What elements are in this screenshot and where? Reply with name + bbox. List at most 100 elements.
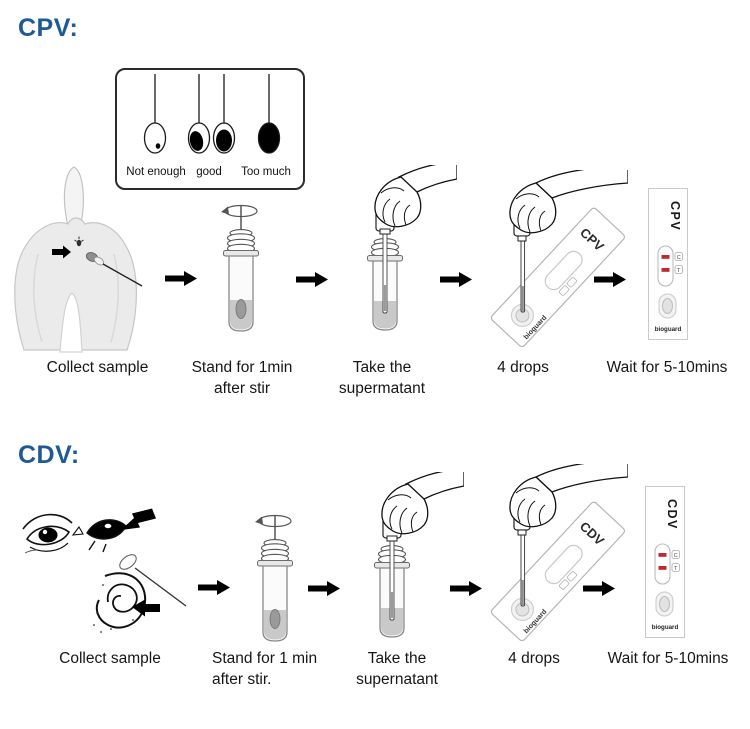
cdv-step5-label: Wait for 5-10mins bbox=[607, 650, 729, 667]
sample-well-inner bbox=[515, 602, 530, 617]
result-window bbox=[657, 245, 674, 287]
swab-not-enough-spot bbox=[155, 143, 161, 149]
cdv-section-title: CDV: bbox=[18, 441, 80, 469]
take-supernatant-illustration bbox=[367, 165, 457, 331]
swab-stick bbox=[102, 263, 143, 287]
t-marker-box bbox=[671, 563, 680, 572]
arrow-right-icon bbox=[198, 580, 230, 595]
ear bbox=[93, 572, 147, 633]
swab-tip bbox=[269, 609, 281, 629]
cassette-label: CDV bbox=[665, 499, 679, 530]
control-line bbox=[661, 255, 670, 259]
wrist bbox=[404, 472, 464, 500]
cpv-step4-label: 4 drops bbox=[497, 359, 549, 376]
dog-tail bbox=[63, 166, 84, 227]
brand-label: bioguard bbox=[652, 624, 679, 631]
t-marker-box bbox=[674, 265, 683, 274]
result-cassette: CPV C T bioguard bbox=[648, 188, 688, 340]
ear-arrow-icon bbox=[132, 599, 160, 617]
eye-arrow-icon bbox=[121, 508, 156, 530]
pipette-sample bbox=[521, 286, 524, 312]
arrow-right-icon bbox=[440, 272, 472, 287]
tube-threads bbox=[260, 539, 290, 564]
four-drops-illustration: bioguard CPV bbox=[490, 170, 628, 348]
tube-liquid bbox=[374, 301, 396, 329]
dropper-shoulder bbox=[517, 529, 527, 536]
dog-legs-gap bbox=[59, 292, 83, 353]
stir-arrowhead bbox=[255, 516, 263, 525]
swab-good-spot-1 bbox=[189, 131, 204, 151]
result-window bbox=[544, 250, 583, 291]
tilted-cassette: bioguard CDV bbox=[490, 501, 625, 642]
wrist bbox=[397, 165, 457, 193]
cpv-step5-label: Wait for 5-10mins bbox=[606, 359, 728, 376]
c-marker-box bbox=[674, 252, 683, 261]
tube-flange bbox=[223, 250, 259, 257]
cdv-step4-label: 4 drops bbox=[508, 650, 560, 667]
hand bbox=[374, 165, 457, 228]
wrist bbox=[534, 464, 628, 493]
left-eye bbox=[22, 513, 73, 554]
t-marker-label: T bbox=[677, 268, 681, 274]
brand-label: bioguard bbox=[655, 326, 682, 333]
tube-flange bbox=[257, 560, 293, 567]
hand bbox=[509, 464, 628, 528]
tube-liquid bbox=[381, 608, 403, 636]
swab-tip bbox=[119, 554, 137, 570]
result-cassette: CDV C T bioguard bbox=[645, 486, 685, 638]
guide-label-not-enough: Not enough bbox=[126, 166, 186, 178]
result-window bbox=[654, 543, 671, 585]
sample-well-inner bbox=[515, 308, 530, 323]
arrow-right-icon bbox=[583, 581, 615, 596]
test-line bbox=[661, 268, 670, 272]
cpv-step3-label: Take the supermatant bbox=[338, 359, 426, 397]
swab-stick bbox=[134, 567, 187, 607]
tube-stand-illustration bbox=[255, 514, 293, 642]
pipette-sample bbox=[521, 580, 524, 606]
t-marker-box bbox=[566, 571, 577, 582]
c-marker-box bbox=[671, 550, 680, 559]
tube-threads bbox=[226, 229, 256, 254]
wrist bbox=[534, 170, 628, 199]
take-supernatant-illustration bbox=[374, 472, 464, 638]
control-line bbox=[658, 553, 667, 557]
sample-well-inner bbox=[659, 596, 670, 612]
c-marker-label: C bbox=[677, 255, 681, 261]
dog-body bbox=[14, 217, 137, 351]
hand bbox=[381, 472, 464, 535]
dropper-shoulder bbox=[379, 228, 391, 235]
swab-amount-icons bbox=[143, 74, 281, 154]
c-marker-box bbox=[559, 285, 570, 296]
sample-site-arrow-icon bbox=[52, 245, 71, 259]
c-marker-label: C bbox=[674, 553, 678, 559]
arrow-right-icon bbox=[165, 271, 197, 286]
result-window bbox=[544, 544, 583, 585]
guide-label-too-much: Too much bbox=[241, 166, 291, 178]
pipette-sample bbox=[383, 285, 387, 311]
cpv-step2-label: Stand for 1min after stir bbox=[191, 359, 293, 397]
arrow-right-icon bbox=[594, 272, 626, 287]
test-line bbox=[658, 566, 667, 570]
tilted-cassette: bioguard CPV bbox=[490, 207, 625, 348]
right-eye bbox=[71, 519, 127, 553]
guide-label-good: good bbox=[196, 166, 222, 178]
dropper-shoulder bbox=[386, 535, 398, 542]
cpv-section-title: CPV: bbox=[18, 14, 79, 42]
swab-tip bbox=[235, 299, 247, 319]
sample-well-inner bbox=[662, 298, 673, 314]
arrow-right-icon bbox=[296, 272, 328, 287]
swab-good-spot-2 bbox=[216, 129, 232, 152]
tube-stand-illustration bbox=[221, 204, 259, 332]
pipette-sample bbox=[390, 592, 394, 618]
t-marker-label: T bbox=[674, 566, 678, 572]
hand bbox=[509, 170, 628, 234]
stir-arrowhead bbox=[221, 206, 229, 215]
arrow-right-icon bbox=[308, 581, 340, 596]
t-marker-box bbox=[566, 277, 577, 288]
cdv-step1-label: Collect sample bbox=[59, 650, 161, 667]
dog-rear-illustration bbox=[14, 166, 143, 353]
arrow-right-icon bbox=[450, 581, 482, 596]
cpv-step1-label: Collect sample bbox=[46, 359, 149, 376]
cdv-step2-label: Stand for 1 min after stir. bbox=[212, 650, 318, 688]
